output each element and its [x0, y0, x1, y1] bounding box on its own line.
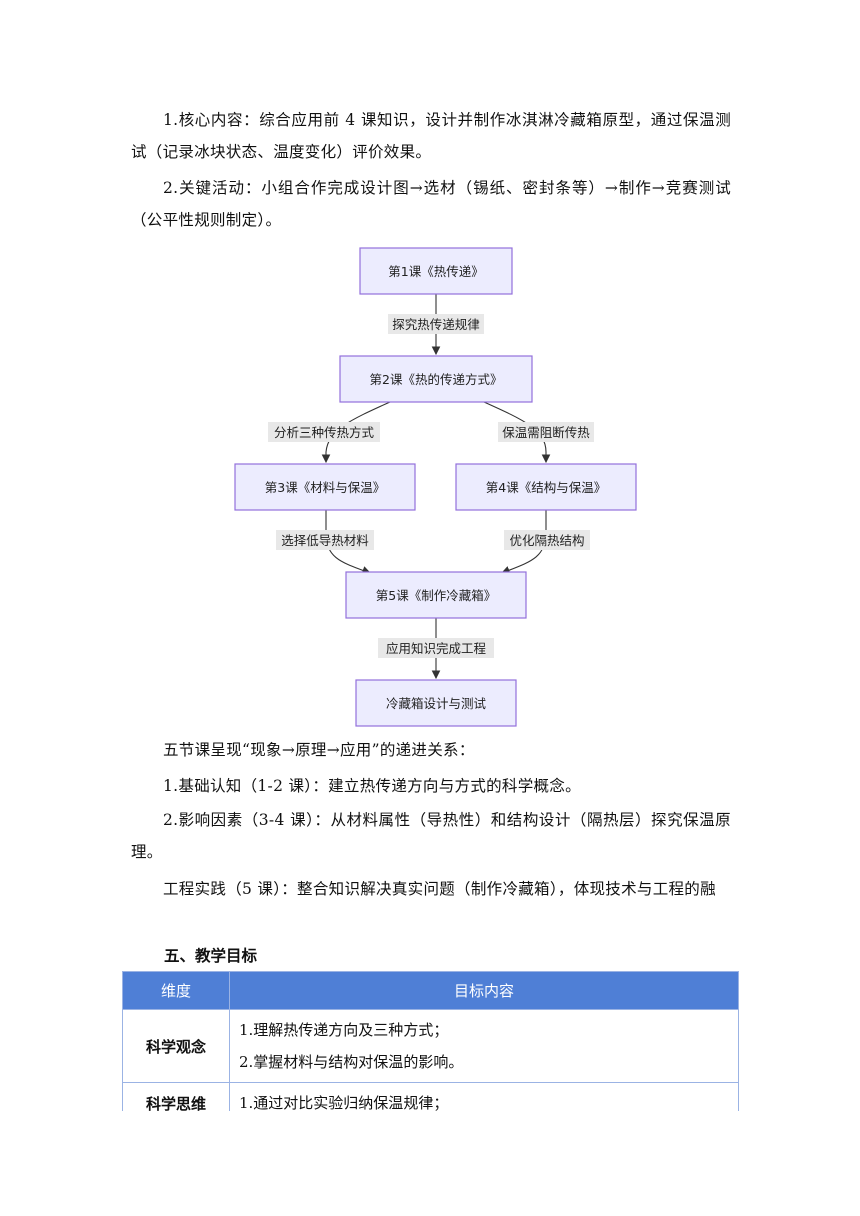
page-bottom-margin: [0, 1111, 860, 1216]
svg-text:第4课《结构与保温》: 第4课《结构与保温》: [486, 480, 606, 495]
row-content: 1.理解热传递方向及三种方式； 2.掌握材料与结构对保温的影响。: [229, 1009, 739, 1083]
svg-text:保温需阻断传热: 保温需阻断传热: [502, 425, 590, 440]
goal-line: 2.掌握材料与结构对保温的影响。: [239, 1053, 464, 1071]
summary-item-2: 2.影响因素（3-4 课）：从材料属性（导热性）和结构设计（隔热层）探究保温原理…: [131, 811, 731, 861]
svg-text:应用知识完成工程: 应用知识完成工程: [386, 641, 487, 656]
node-outcome: 冷藏箱设计与测试: [355, 679, 517, 727]
svg-text:第3课《材料与保温》: 第3课《材料与保温》: [265, 480, 385, 495]
svg-text:分析三种传热方式: 分析三种传热方式: [274, 425, 375, 440]
table-header-row: 维度 目标内容: [122, 971, 739, 1010]
section-heading-teaching-goals: 五、教学目标: [164, 947, 258, 965]
paragraph-core-content: 1.核心内容：综合应用前 4 课知识，设计并制作冰淇淋冷藏箱原型，通过保温测试（…: [131, 111, 731, 161]
edge-label-2-4: 保温需阻断传热: [498, 422, 594, 442]
node-lesson-2: 第2课《热的传递方式》: [339, 355, 533, 403]
summary-lead: 五节课呈现“现象→原理→应用”的递进关系：: [163, 741, 475, 759]
svg-text:探究热传递规律: 探究热传递规律: [392, 317, 480, 332]
svg-text:优化隔热结构: 优化隔热结构: [509, 533, 584, 548]
node-lesson-5: 第5课《制作冷藏箱》: [345, 571, 527, 619]
header-goal-content: 目标内容: [229, 971, 739, 1010]
svg-text:选择低导热材料: 选择低导热材料: [281, 533, 369, 548]
header-dimension: 维度: [122, 971, 230, 1010]
edge-label-3-5: 选择低导热材料: [276, 530, 374, 550]
edge-label-1-2: 探究热传递规律: [388, 314, 484, 334]
node-lesson-1: 第1课《热传递》: [359, 247, 513, 295]
node-lesson-3: 第3课《材料与保温》: [234, 463, 416, 511]
edge-label-2-3: 分析三种传热方式: [268, 422, 380, 442]
svg-text:冷藏箱设计与测试: 冷藏箱设计与测试: [386, 696, 487, 711]
svg-text:第5课《制作冷藏箱》: 第5课《制作冷藏箱》: [376, 588, 496, 603]
lesson-flowchart: 第1课《热传递》 第2课《热的传递方式》 第3课《材料与保温》 第4课《结构与保…: [234, 247, 637, 727]
edge-label-5-6: 应用知识完成工程: [378, 638, 494, 658]
svg-text:第2课《热的传递方式》: 第2课《热的传递方式》: [370, 372, 503, 387]
node-lesson-4: 第4课《结构与保温》: [455, 463, 637, 511]
edge-label-4-5: 优化隔热结构: [504, 530, 590, 550]
goal-line: 1.理解热传递方向及三种方式；: [239, 1021, 449, 1039]
svg-text:第1课《热传递》: 第1课《热传递》: [388, 264, 483, 279]
summary-item-1: 1.基础认知（1-2 课）：建立热传递方向与方式的科学概念。: [163, 777, 581, 795]
row-dimension: 科学观念: [122, 1009, 230, 1083]
teaching-goals-table: 维度 目标内容 科学观念 1.理解热传递方向及三种方式； 2.掌握材料与结构对保…: [122, 971, 739, 1124]
table-row: 科学观念 1.理解热传递方向及三种方式； 2.掌握材料与结构对保温的影响。: [122, 1009, 739, 1083]
summary-item-3: 工程实践（5 课）：整合知识解决真实问题（制作冷藏箱），体现技术与工程的融: [163, 880, 716, 898]
paragraph-key-activities: 2.关键活动：小组合作完成设计图→选材（锡纸、密封条等）→制作→竞赛测试（公平性…: [131, 179, 731, 229]
goal-line: 1.通过对比实验归纳保温规律；: [239, 1094, 449, 1112]
